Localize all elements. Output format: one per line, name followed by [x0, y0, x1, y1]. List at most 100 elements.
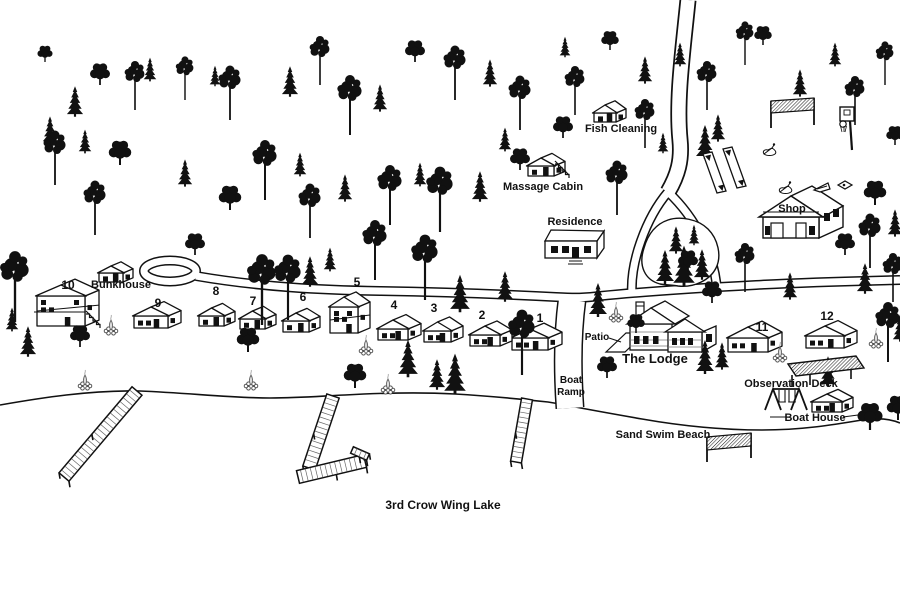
pine-tree — [175, 56, 194, 100]
cabin-10-number: 10 — [61, 278, 75, 292]
cabin-9 — [131, 300, 182, 329]
window — [436, 335, 441, 341]
deciduous-tree — [601, 31, 619, 50]
deciduous-tree — [343, 363, 367, 388]
roads-layer — [139, 0, 900, 410]
window — [267, 320, 272, 326]
window — [482, 339, 487, 345]
window — [732, 343, 737, 349]
lake-label: 3rd Crow Wing Lake — [385, 498, 501, 512]
center-dock — [295, 392, 372, 485]
cabin-11-number: 11 — [756, 320, 769, 334]
cabin-9-number: 9 — [155, 296, 162, 310]
deciduous-tree — [218, 185, 242, 210]
spruce-tree — [293, 152, 307, 177]
road-culdesac — [140, 257, 200, 285]
spruce-tree — [887, 209, 900, 237]
deciduous-tree — [553, 116, 573, 138]
door — [828, 339, 834, 348]
pine-tree — [735, 21, 754, 65]
door — [346, 324, 352, 333]
campfire-icon — [358, 334, 374, 356]
pine-tree — [309, 35, 330, 85]
shop-door — [770, 222, 784, 239]
pine-tree — [875, 41, 894, 85]
campfire-icon — [77, 369, 93, 391]
shop-label: Shop — [778, 203, 806, 215]
window — [138, 320, 143, 326]
door — [487, 337, 493, 346]
spruce-tree — [372, 84, 388, 112]
window — [524, 342, 529, 348]
window — [618, 114, 623, 120]
boat-ramp-label-line1: Boat — [560, 375, 583, 386]
deciduous-tree — [510, 148, 530, 170]
trike-icon — [762, 143, 777, 156]
deciduous-tree — [90, 63, 110, 85]
window — [49, 307, 54, 313]
cabin-3-number: 3 — [431, 301, 438, 315]
spruce-tree — [301, 256, 319, 287]
spruce-tree — [78, 129, 92, 154]
deciduous-tree — [702, 281, 722, 303]
pine-tree — [443, 45, 466, 100]
volleyball-net — [770, 97, 815, 128]
cabin-5 — [327, 291, 371, 334]
cabin-4-number: 4 — [391, 298, 398, 312]
lake-shoreline — [0, 390, 900, 431]
spruce-tree — [714, 342, 730, 370]
deciduous-tree — [835, 233, 855, 255]
door — [606, 113, 613, 122]
deciduous-tree — [597, 356, 617, 378]
spruce-tree — [637, 56, 653, 84]
door — [112, 273, 119, 282]
spruce-tree — [19, 326, 37, 357]
spruce-tree — [428, 359, 446, 390]
cabin-7 — [237, 305, 277, 330]
cornhole-icon — [836, 180, 854, 190]
pine-tree — [696, 60, 717, 110]
pine-tree — [337, 75, 362, 135]
road-loop_left — [628, 189, 671, 295]
boat-house-label: Boat House — [784, 412, 845, 424]
cabin-2-number: 2 — [479, 308, 486, 322]
window — [844, 403, 849, 409]
spruce-tree — [559, 36, 571, 58]
window — [816, 405, 821, 411]
window — [226, 317, 231, 323]
window — [453, 332, 458, 338]
window — [342, 316, 347, 322]
window — [382, 333, 387, 339]
door — [532, 341, 539, 350]
campfire-icon — [103, 314, 119, 336]
cabin-5-number: 5 — [354, 275, 361, 289]
window — [532, 169, 537, 175]
deciduous-tree — [236, 327, 260, 352]
cabin-11 — [725, 320, 783, 353]
cabin-8-number: 8 — [213, 284, 220, 298]
east-dock — [509, 397, 534, 470]
door — [254, 320, 260, 329]
cabin-12 — [803, 319, 858, 349]
spruce-tree — [143, 57, 157, 82]
fish-cleaning-label: Fish Cleaning — [585, 123, 657, 135]
spruce-tree — [444, 353, 466, 395]
trike-icon — [778, 181, 793, 194]
spruce-tree — [413, 162, 427, 187]
shuffleboard-court — [722, 146, 747, 189]
window — [287, 325, 292, 331]
window — [818, 340, 823, 346]
door — [153, 319, 160, 328]
road-boat_ramp — [555, 298, 585, 409]
window — [428, 335, 433, 341]
campfire-icon — [772, 341, 788, 363]
window — [311, 323, 316, 329]
pine-tree — [605, 160, 628, 215]
window — [598, 116, 603, 122]
window — [146, 320, 151, 326]
deciduous-tree — [70, 325, 90, 347]
pine-tree — [252, 140, 277, 200]
cabin-12-number: 12 — [820, 309, 834, 323]
